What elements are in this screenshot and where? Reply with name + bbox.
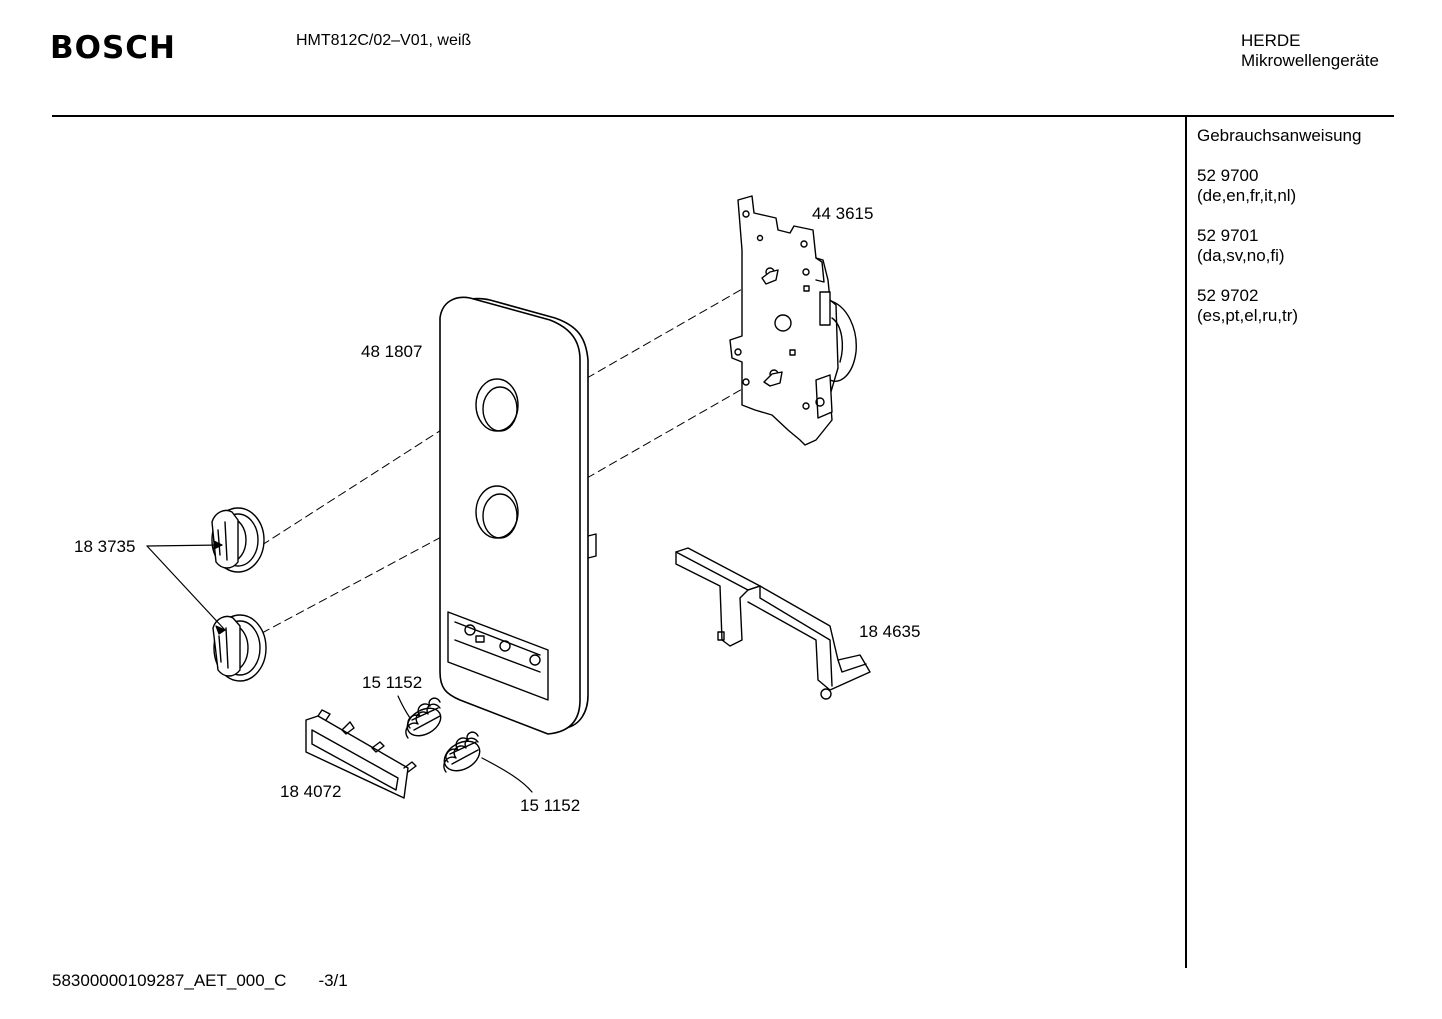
spring-leader-lines [397, 695, 533, 793]
knob-lower-part [212, 614, 267, 682]
knob-leader-lines [146, 540, 226, 635]
brand-logo: BOSCH [50, 30, 177, 66]
manual-languages: (de,en,fr,it,nl) [1197, 186, 1297, 205]
part-number-spring-lower: 15 1152 [520, 796, 581, 815]
model-title: HMT812C/02–V01, weiß [296, 32, 472, 49]
manual-number: 52 9702 [1197, 286, 1259, 305]
push-button-part [305, 709, 417, 799]
manual-languages: (es,pt,el,ru,tr) [1197, 306, 1299, 325]
part-number-panel: 48 1807 [361, 342, 423, 361]
manual-number: 52 9701 [1197, 226, 1259, 245]
part-number-button: 18 4072 [280, 782, 342, 801]
bracket-part [675, 547, 871, 700]
page-number: -3/1 [318, 971, 348, 990]
category-sub: Mikrowellengeräte [1241, 51, 1379, 70]
manual-entry: 52 9700 (de,en,fr,it,nl) [1197, 166, 1361, 206]
manual-number: 52 9700 [1197, 166, 1259, 185]
manual-entry: 52 9701 (da,sv,no,fi) [1197, 226, 1361, 266]
manual-languages: (da,sv,no,fi) [1197, 246, 1285, 265]
timer-switch-part [729, 195, 857, 446]
header-divider [52, 115, 1394, 117]
knob-upper-part [211, 507, 265, 573]
part-number-knob: 18 3735 [74, 537, 136, 556]
manuals-sidebar: Gebrauchsanweisung 52 9700 (de,en,fr,it,… [1197, 126, 1361, 326]
part-number-spring-upper: 15 1152 [362, 673, 423, 692]
category-block: HERDE Mikrowellengeräte [1241, 31, 1379, 71]
control-panel-part [439, 296, 597, 735]
sidebar-divider [1185, 116, 1187, 968]
category-main: HERDE [1241, 31, 1301, 50]
spring-lower-part [443, 731, 481, 773]
footer: 58300000109287_AET_000_C -3/1 [52, 971, 348, 991]
part-number-bracket: 18 4635 [859, 622, 921, 641]
part-number-timer-switch: 44 3615 [812, 204, 874, 223]
exploded-view-drawing [146, 195, 871, 799]
manuals-title: Gebrauchsanweisung [1197, 126, 1362, 145]
document-code: 58300000109287_AET_000_C [52, 971, 287, 990]
manual-entry: 52 9702 (es,pt,el,ru,tr) [1197, 286, 1361, 326]
spring-upper-part [405, 697, 442, 739]
